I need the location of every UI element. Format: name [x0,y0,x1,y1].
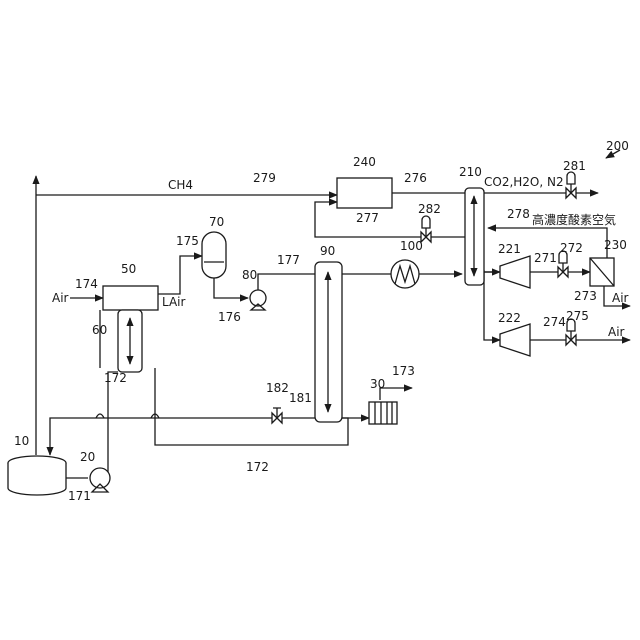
label-turbine-222: 222 [498,311,521,325]
label-stream-172-b: 172 [246,460,269,474]
label-stream-173: 173 [392,364,415,378]
label-stream-278: 278 [507,207,530,221]
label-air-out-273: Air [612,291,629,305]
label-valve-272: 272 [560,241,583,255]
label-stream-174: 174 [75,277,98,291]
pump-80 [250,290,266,310]
pump-20 [90,468,110,492]
label-valve-282: 282 [418,202,441,216]
line-172-feed [108,372,118,478]
label-heater-100: 100 [400,239,423,253]
label-air-in: Air [52,291,69,305]
valve-281 [566,172,576,198]
heat-exchanger-50 [103,286,158,310]
label-column-90: 90 [320,244,335,258]
label-lair: LAir [162,295,186,309]
label-tank-10: 10 [14,434,29,448]
label-stream-276: 276 [404,171,427,185]
label-air-out-274: Air [608,325,625,339]
label-stream-274: 274 [543,315,566,329]
label-separator-70: 70 [209,215,224,229]
tank-10 [8,456,66,495]
label-pump-80: 80 [242,268,257,282]
label-combustor-240: 240 [353,155,376,169]
label-stream-176: 176 [218,310,241,324]
label-valve-182: 182 [266,381,289,395]
membrane-230 [590,258,614,286]
pump80-outlet [258,274,262,292]
label-turbine-221: 221 [498,242,521,256]
turbine-222 [500,324,530,356]
label-exchanger-210: 210 [459,165,482,179]
label-exchanger-50: 50 [121,262,136,276]
label-stream-171: 171 [68,489,91,503]
turbine-221 [500,256,530,288]
label-valve-275: 275 [566,309,589,323]
label-stream-181: 181 [289,391,312,405]
heat-exchanger-210 [465,188,484,285]
label-stream-177: 177 [277,253,300,267]
label-membrane-230: 230 [604,238,627,252]
heater-100 [391,260,419,288]
label-exhaust: CO2,H2O, N2 [484,175,564,189]
label-stream-175: 175 [176,234,199,248]
line-175 [158,256,202,294]
label-valve-281: 281 [563,159,586,173]
heat-exchanger-60 [118,310,142,372]
label-stream-172-a: 172 [104,371,127,385]
label-stream-271: 271 [534,251,557,265]
label-stream-277: 277 [356,211,379,225]
column-90 [315,262,342,422]
combustor-240 [337,178,392,208]
label-stream-279: 279 [253,171,276,185]
label-exchanger-60: 60 [92,323,107,337]
valve-182 [272,408,282,423]
label-ch4: CH4 [168,178,193,192]
regenerator-30 [369,402,397,424]
figure-number: 200 [606,139,629,153]
separator-70 [202,232,226,278]
label-stream-273: 273 [574,289,597,303]
label-pump-20: 20 [80,450,95,464]
line-to-turbine-222 [484,270,500,340]
label-enriched-oxygen: 高濃度酸素空気 [532,212,616,227]
label-regenerator-30: 30 [370,377,385,391]
